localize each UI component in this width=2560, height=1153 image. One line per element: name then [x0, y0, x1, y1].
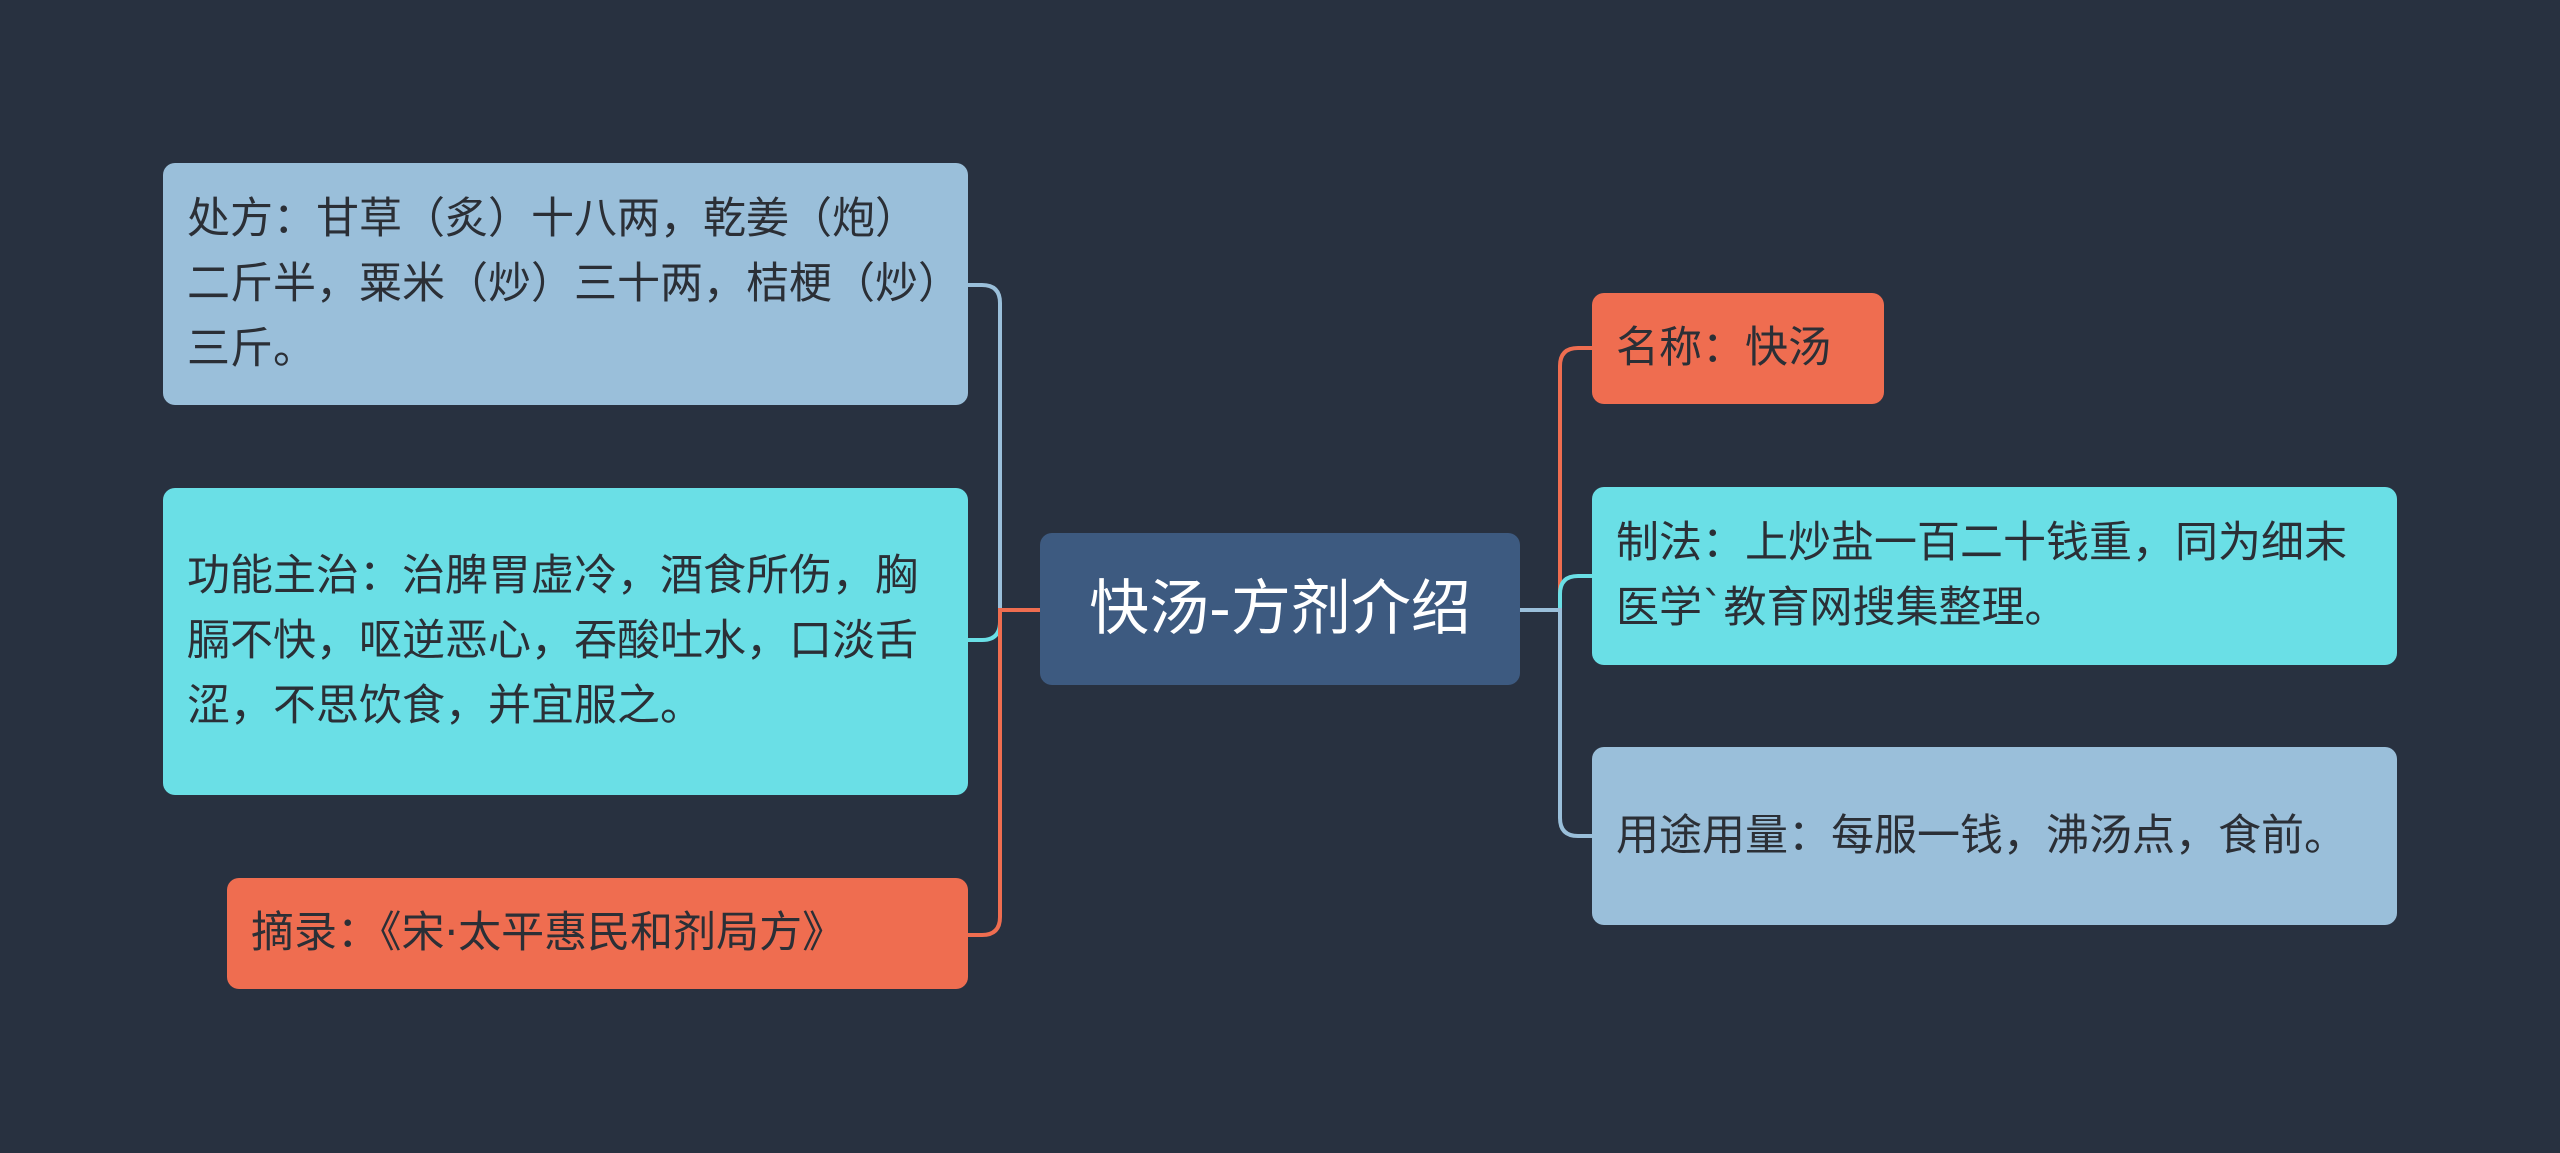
- indications-node[interactable]: 功能主治：治脾胃虚冷，酒食所伤，胸膈不快，呕逆恶心，吞酸吐水，口淡舌涩，不思饮食…: [163, 488, 968, 795]
- name-text: 名称：快汤: [1616, 323, 1831, 373]
- indications-text: 功能主治：治脾胃虚冷，酒食所伤，胸膈不快，呕逆恶心，吞酸吐水，口淡舌涩，不思饮食…: [187, 551, 918, 731]
- excerpt-node[interactable]: 摘录：《宋·太平惠民和剂局方》: [227, 878, 968, 989]
- link-prescription: [968, 283, 1040, 612]
- prescription-node[interactable]: 处方：甘草（炙）十八两，乾姜（炮）二斤半，粟米（炒）三十两，桔梗（炒）三斤。: [163, 163, 968, 405]
- link-name: [1520, 346, 1592, 612]
- preparation-text: 制法：上炒盐一百二十钱重，同为细末医学`教育网搜集整理。: [1616, 518, 2347, 633]
- name-node[interactable]: 名称：快汤: [1592, 293, 1884, 404]
- prescription-text: 处方：甘草（炙）十八两，乾姜（炮）二斤半，粟米（炒）三十两，桔梗（炒）三斤。: [187, 193, 940, 374]
- preparation-node[interactable]: 制法：上炒盐一百二十钱重，同为细末医学`教育网搜集整理。: [1592, 487, 2397, 665]
- usage-node[interactable]: 用途用量：每服一钱，沸汤点，食前。: [1592, 747, 2397, 925]
- link-indications: [968, 608, 1040, 642]
- link-excerpt: [968, 608, 1040, 937]
- link-usage: [1520, 608, 1592, 838]
- excerpt-text: 摘录：《宋·太平惠民和剂局方》: [251, 908, 846, 958]
- link-preparation: [1520, 574, 1592, 612]
- center-topic-node[interactable]: 快汤-方剂介绍: [1040, 533, 1520, 685]
- usage-text: 用途用量：每服一钱，沸汤点，食前。: [1616, 810, 2347, 861]
- center-topic-label: 快汤-方剂介绍: [1089, 573, 1471, 644]
